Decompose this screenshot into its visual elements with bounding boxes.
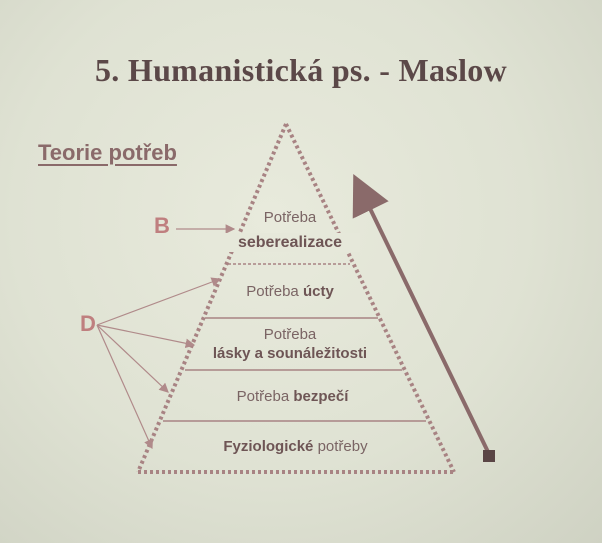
- level-4-prefix: Potřeba: [236, 388, 290, 405]
- level-2-bold: úcty: [302, 283, 334, 300]
- level-esteem: Potřeba úcty: [200, 282, 380, 301]
- label-d: D: [80, 311, 96, 336]
- level-physiological: Fyziologické potřeby: [168, 437, 423, 456]
- slide-title: 5. Humanistická ps. - Maslow: [95, 52, 507, 88]
- level-safety: Potřeba bezpečí: [185, 387, 400, 406]
- level-3-line2: lásky a sounáležitosti: [212, 345, 368, 362]
- level-3-line1: Potřeba: [263, 326, 317, 343]
- ascending-arrow: [352, 174, 492, 457]
- slide-subtitle: Teorie potřeb: [38, 140, 177, 165]
- pyramid-right-edge: [284, 123, 456, 473]
- d-arrows: [96, 277, 222, 450]
- level-love-belonging: Potřeba lásky a sounáležitosti: [185, 325, 395, 363]
- label-b: B: [154, 213, 170, 238]
- level-2-prefix: Potřeba: [246, 283, 299, 300]
- level-1-line1: Potřeba: [263, 209, 317, 226]
- level-5-suffix: potřeby: [317, 438, 368, 455]
- level-5-bold: Fyziologické: [223, 438, 314, 455]
- level-self-actualization: Potřeba seberealizace: [220, 208, 360, 252]
- level-1-line2: seberealizace: [220, 233, 360, 252]
- ascending-arrow-tail: [483, 450, 495, 462]
- level-4-bold: bezpečí: [293, 388, 349, 405]
